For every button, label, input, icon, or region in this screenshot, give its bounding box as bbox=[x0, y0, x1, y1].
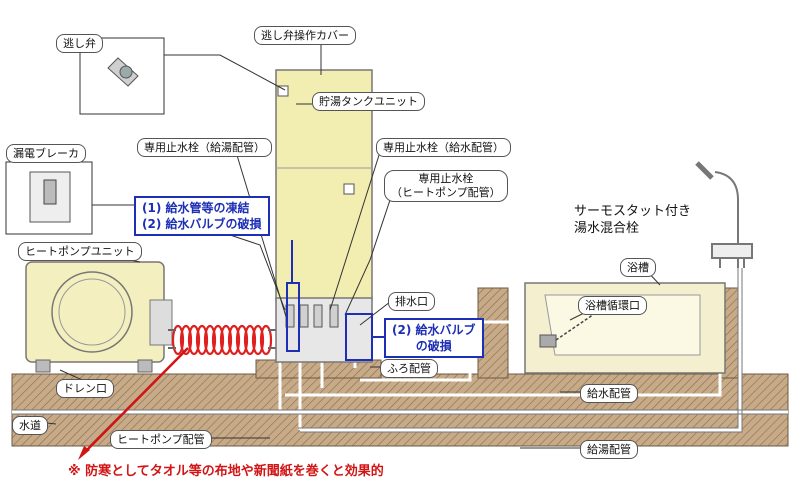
red-arrow bbox=[78, 347, 189, 460]
label-thermostat-mixer: サーモスタット付き 湯水混合栓 bbox=[574, 204, 692, 236]
label-water-main: 水道 bbox=[12, 416, 48, 435]
label-stop-valve-hot: 専用止水栓（給湯配管） bbox=[137, 138, 272, 157]
label-earth-leakage-breaker: 漏電ブレーカ bbox=[6, 144, 86, 163]
label-stop-valve-heatpump: 専用止水栓 （ヒートポンプ配管） bbox=[384, 170, 508, 202]
label-storage-tank-unit: 貯湯タンクユニット bbox=[312, 92, 425, 111]
callout-valve-line-2: の破損 bbox=[415, 339, 452, 353]
label-hot-water-pipe: 給湯配管 bbox=[580, 440, 638, 459]
insulation-note: ※ 防寒としてタオル等の布地や新聞紙を巻くと効果的 bbox=[68, 464, 384, 479]
callout-valve-damage: (2) 給水バルブ の破損 bbox=[384, 318, 484, 358]
label-relief-valve: 逃し弁 bbox=[56, 34, 103, 53]
label-water-supply-pipe: 給水配管 bbox=[580, 384, 638, 403]
label-bath-pipe: ふろ配管 bbox=[380, 359, 438, 378]
label-heat-pump-unit: ヒートポンプユニット bbox=[18, 242, 142, 261]
label-heat-pump-pipe: ヒートポンプ配管 bbox=[110, 430, 212, 449]
label-stop-valve-cold: 専用止水栓（給水配管） bbox=[376, 138, 511, 157]
label-drain-port: ドレン口 bbox=[56, 379, 114, 398]
label-bathtub: 浴槽 bbox=[620, 258, 656, 277]
callout-freeze-causes: (1) 給水管等の凍結 (2) 給水バルブの破損 bbox=[134, 196, 270, 236]
heat-pump-fan bbox=[51, 271, 133, 353]
shower-mixer bbox=[711, 171, 753, 268]
breaker-inset bbox=[5, 161, 93, 235]
label-drain-outlet: 排水口 bbox=[388, 292, 435, 311]
callout-freeze-line-1: (1) 給水管等の凍結 bbox=[142, 201, 250, 215]
label-bath-circulation-port: 浴槽循環口 bbox=[578, 296, 647, 315]
callout-valve-line-1: (2) 給水バルブ bbox=[392, 323, 476, 337]
label-relief-valve-cover: 逃し弁操作カバー bbox=[254, 26, 356, 45]
insulation-coil bbox=[171, 324, 273, 356]
callout-freeze-line-2: (2) 給水バルブの破損 bbox=[142, 217, 262, 231]
